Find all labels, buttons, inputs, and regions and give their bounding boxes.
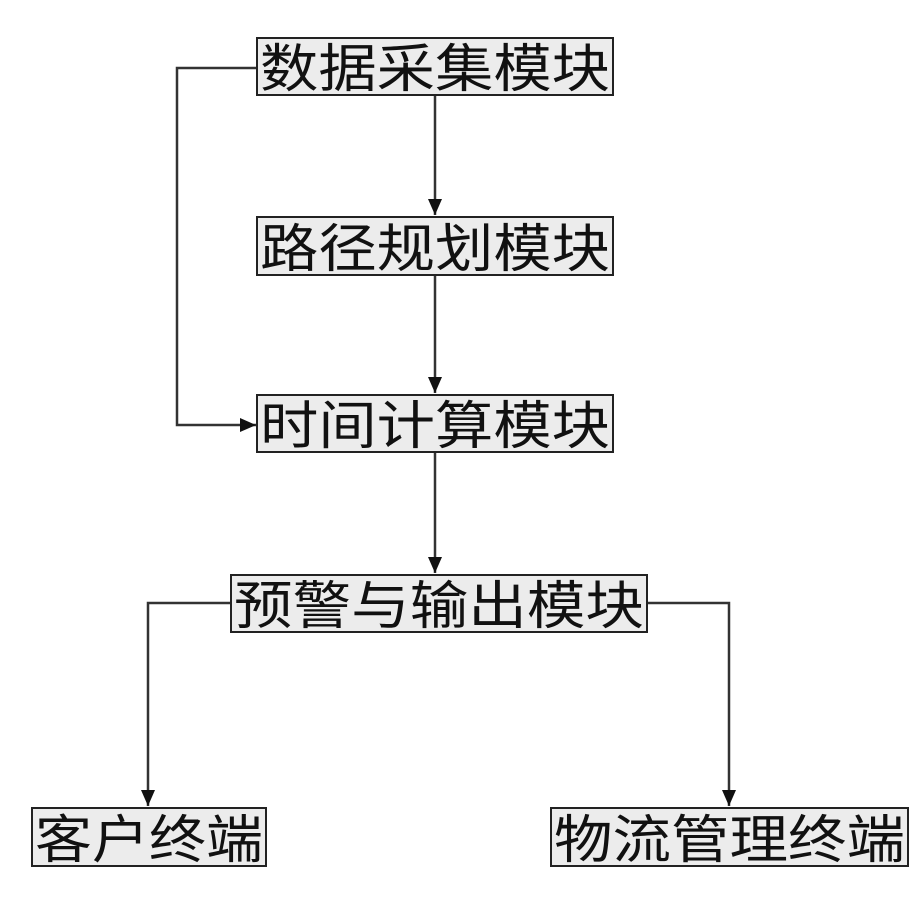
- node-logistics-terminal: 物流管理终端: [551, 808, 908, 871]
- edge-warning-to-customer: [148, 603, 231, 806]
- node-label: 数据采集模块: [260, 40, 610, 100]
- edge-collection-to-time: [177, 68, 258, 425]
- edge-warning-to-logistics: [647, 603, 729, 806]
- node-label: 时间计算模块: [260, 397, 610, 457]
- node-label: 客户终端: [35, 811, 263, 871]
- node-label: 预警与输出模块: [234, 577, 644, 637]
- node-warning-output: 预警与输出模块: [231, 575, 647, 637]
- node-data-collection: 数据采集模块: [257, 38, 613, 100]
- node-label: 物流管理终端: [554, 811, 905, 871]
- node-label: 路径规划模块: [260, 220, 610, 280]
- node-route-planning: 路径规划模块: [257, 217, 613, 280]
- node-time-calculation: 时间计算模块: [257, 395, 613, 457]
- node-customer-terminal: 客户终端: [32, 808, 266, 871]
